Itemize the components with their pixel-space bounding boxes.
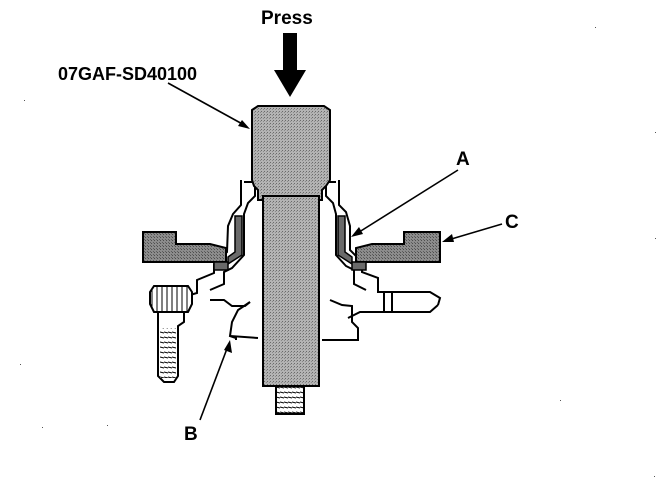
press-arrow	[274, 33, 306, 97]
callout-a-label: A	[456, 149, 470, 170]
wheel-bolt	[149, 285, 193, 383]
special-tool	[251, 105, 331, 415]
callout-c-label: C	[505, 212, 519, 233]
press-label: Press	[261, 8, 313, 29]
part-c-flange	[142, 231, 441, 263]
part-a-bearing	[213, 215, 367, 271]
callout-b-label: B	[184, 424, 198, 445]
leader-lines	[167, 82, 503, 421]
tool-part-number-label: 07GAF-SD40100	[58, 64, 198, 84]
scan-specks	[20, 27, 656, 477]
